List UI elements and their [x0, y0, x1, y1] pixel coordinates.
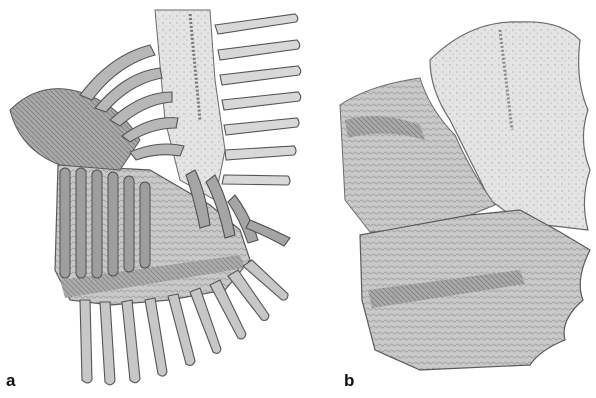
panel-b-illustration: [340, 22, 590, 370]
panel-a-right-lamellae: [215, 14, 301, 185]
panel-a-illustration: [10, 10, 301, 385]
panel-a-upper-crest: [10, 89, 140, 170]
panel-label-b: b: [344, 372, 354, 389]
panel-label-a: a: [6, 372, 15, 389]
panel-a-upper-trunk: [155, 10, 225, 200]
